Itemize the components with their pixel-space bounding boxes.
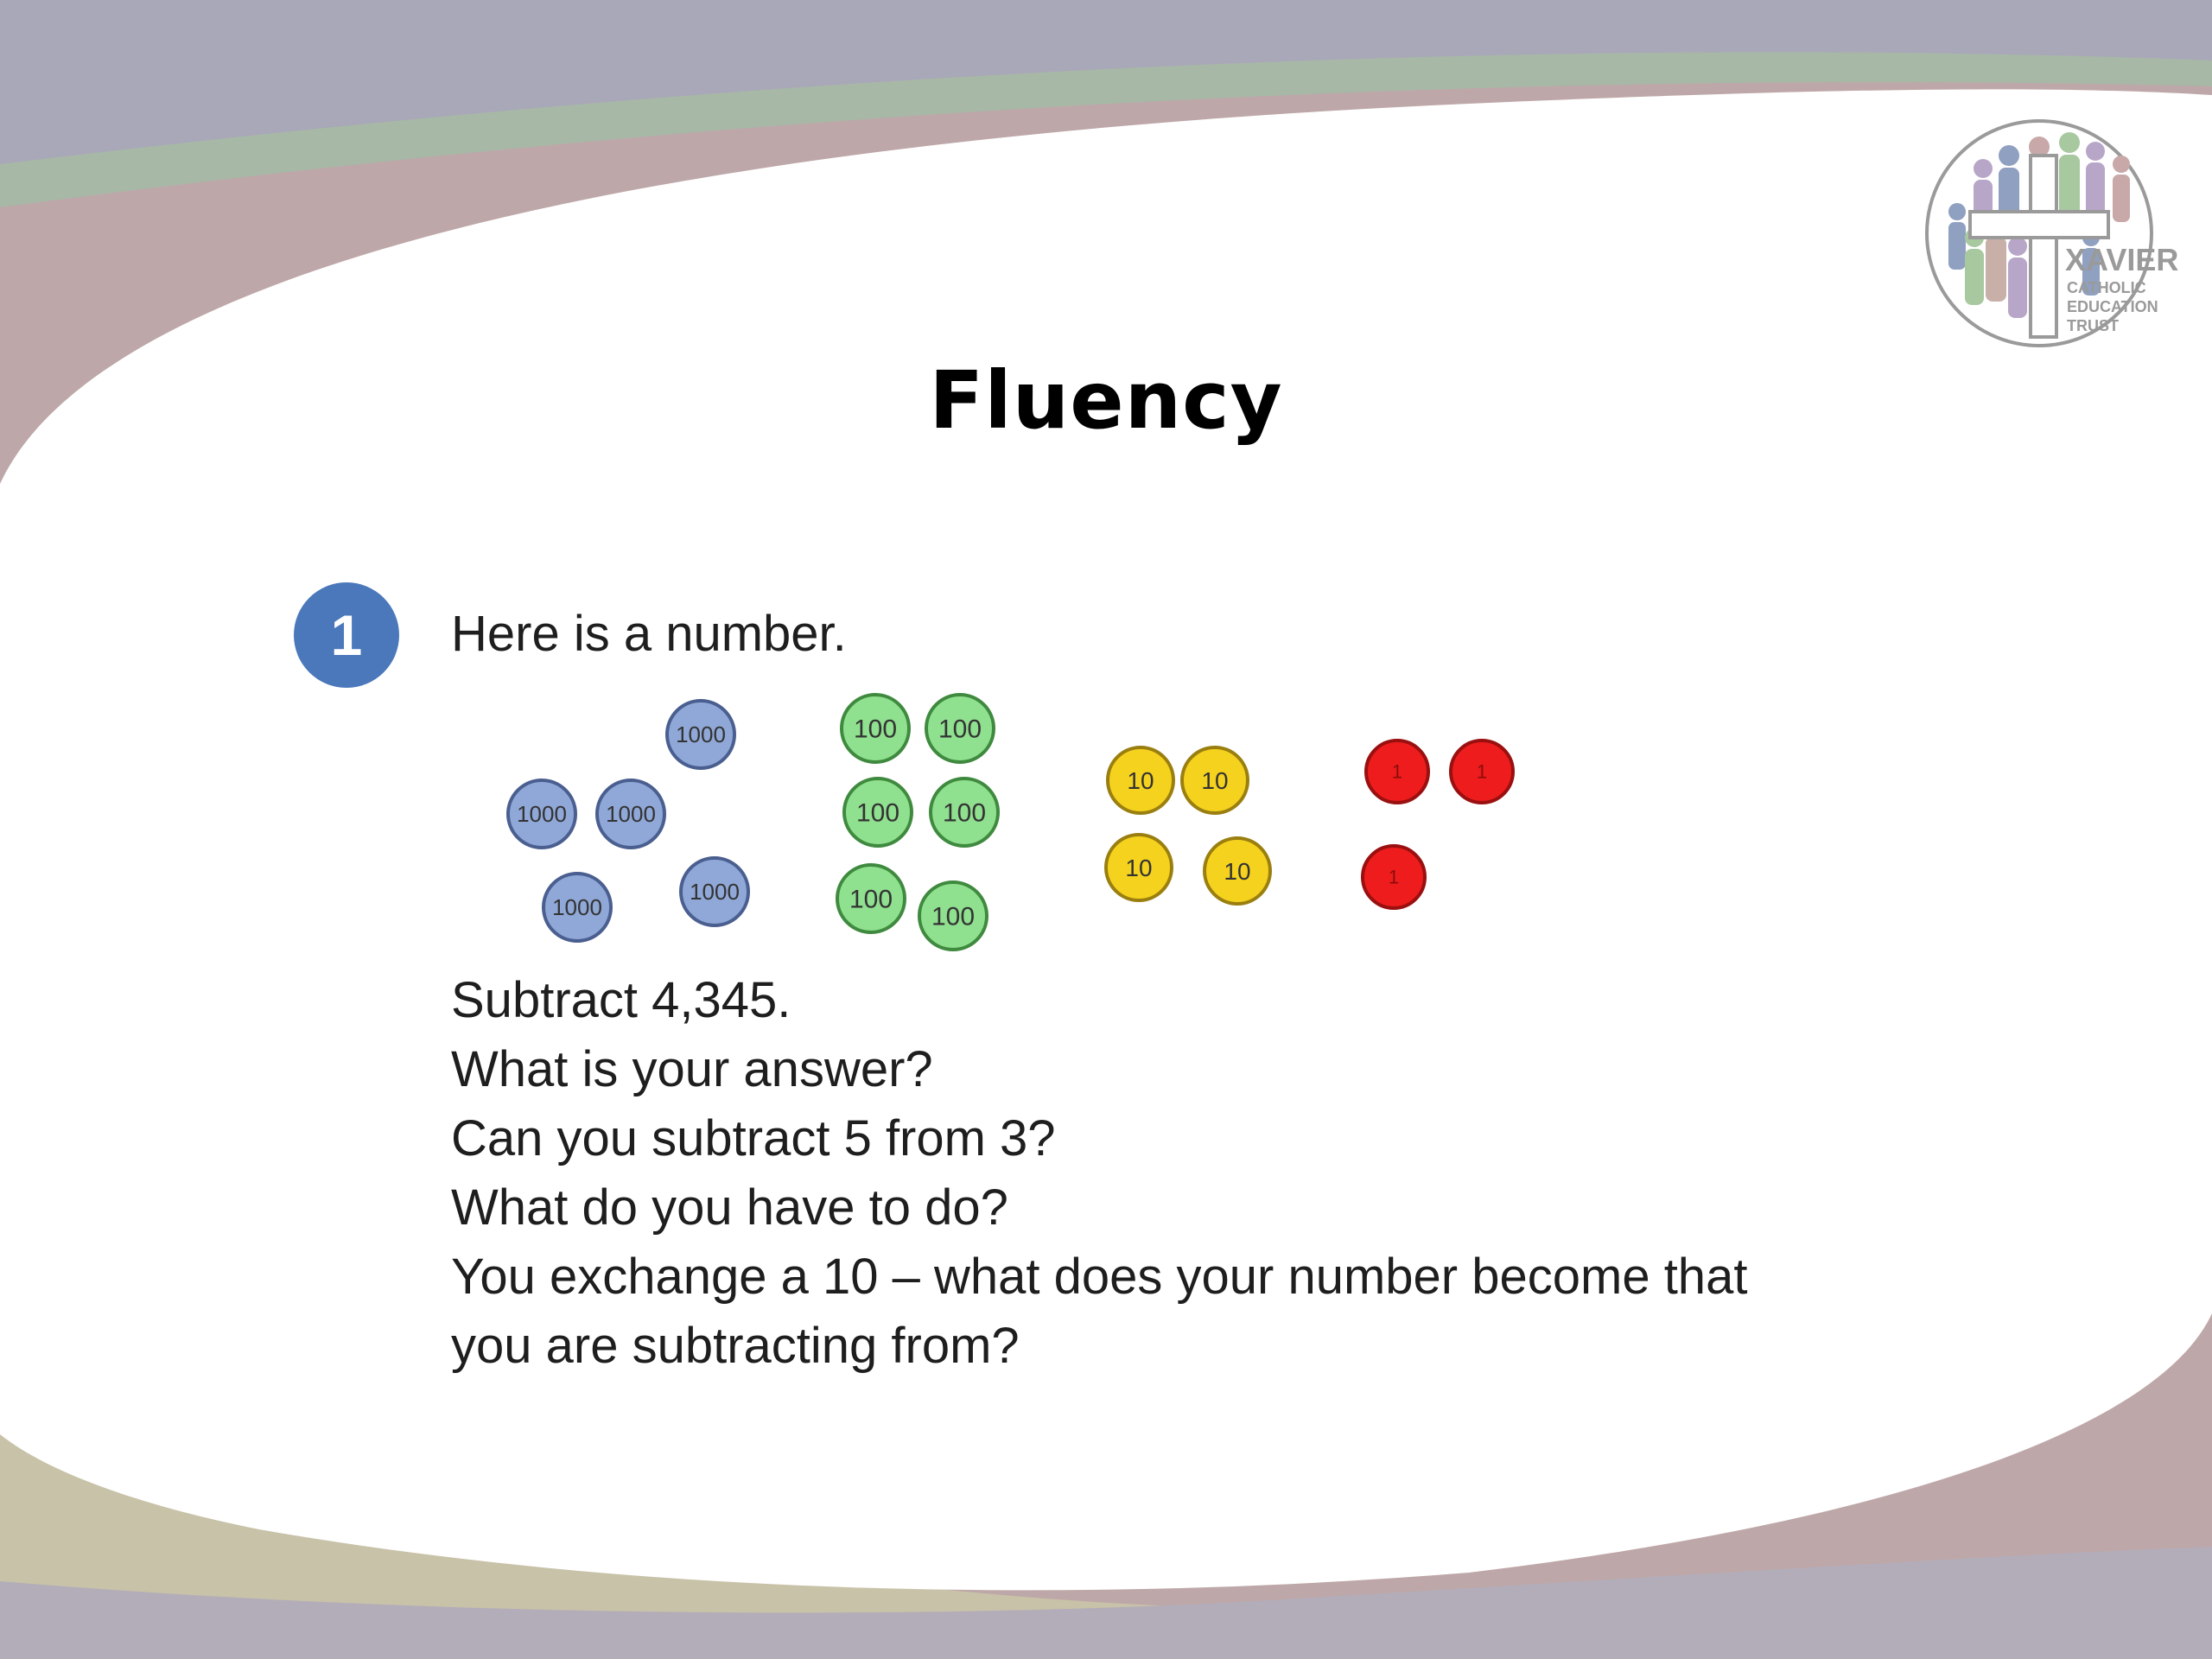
counter-10-disc — [1203, 836, 1272, 906]
counter-100-disc — [836, 863, 906, 934]
logo-subtitle-education: EDUCATION — [2067, 298, 2158, 315]
counter-10-label: 10 — [1127, 767, 1154, 794]
counter-100-disc — [918, 880, 988, 951]
counter-10-disc — [1180, 746, 1249, 815]
counter-100: 100 — [840, 693, 911, 764]
logo-subtitle-trust: TRUST — [2067, 317, 2119, 334]
question-line-subtract: Subtract 4,345. — [451, 972, 791, 1028]
counter-100-disc — [842, 777, 913, 848]
counter-100-label: 100 — [854, 715, 897, 744]
question-line-exchange: You exchange a 10 – what does your numbe… — [451, 1249, 1748, 1305]
counter-100: 100 — [918, 880, 988, 951]
counter-1000-disc — [595, 779, 666, 849]
counter-100-label: 100 — [931, 903, 975, 931]
counter-10: 10 — [1106, 746, 1175, 815]
counter-10-label: 10 — [1125, 855, 1152, 881]
counter-1000: 1000 — [665, 699, 736, 770]
counter-100-disc — [929, 777, 1000, 848]
counter-10: 10 — [1180, 746, 1249, 815]
counter-10-label: 10 — [1201, 767, 1228, 794]
counter-100: 100 — [925, 693, 995, 764]
counter-1000-disc — [506, 779, 577, 849]
counter-1-label: 1 — [1392, 761, 1402, 783]
counter-100-label: 100 — [849, 886, 893, 914]
counter-10: 10 — [1104, 833, 1173, 902]
counter-1000: 1000 — [506, 779, 577, 849]
counter-100-label: 100 — [938, 715, 982, 744]
question-line-subtracting-from: you are subtracting from? — [451, 1318, 1020, 1374]
counter-1000-disc — [679, 856, 750, 927]
counter-1000-label: 1000 — [606, 801, 656, 827]
counter-1: 1 — [1361, 844, 1427, 910]
counter-1000: 1000 — [542, 872, 613, 943]
counter-100: 100 — [842, 777, 913, 848]
counter-1000-label: 1000 — [676, 721, 726, 747]
xavier-trust-logo: XAVIER CATHOLIC EDUCATION TRUST — [1925, 119, 2178, 347]
question-line-can-you: Can you subtract 5 from 3? — [451, 1110, 1056, 1166]
counter-1-disc — [1449, 739, 1515, 804]
question-line-what-do: What do you have to do? — [451, 1179, 1008, 1236]
counter-100-label: 100 — [943, 799, 986, 828]
counter-1000-disc — [542, 872, 613, 943]
question-number-badge: 1 — [294, 582, 399, 688]
counter-10-disc — [1106, 746, 1175, 815]
counter-1: 1 — [1364, 739, 1430, 804]
counter-10-disc — [1104, 833, 1173, 902]
slide-title: Fluency — [929, 354, 1283, 447]
counter-10-label: 10 — [1224, 858, 1250, 885]
counter-1000: 1000 — [595, 779, 666, 849]
counter-1000-label: 1000 — [690, 879, 740, 905]
question-text: Subtract 4,345. What is your answer? Can… — [451, 966, 1799, 1381]
counter-1: 1 — [1449, 739, 1515, 804]
counter-1-disc — [1361, 844, 1427, 910]
counter-1000-label: 1000 — [552, 894, 602, 920]
counter-10: 10 — [1203, 836, 1272, 906]
logo-subtitle-catholic: CATHOLIC — [2067, 279, 2146, 296]
counter-1000: 1000 — [679, 856, 750, 927]
counter-100: 100 — [929, 777, 1000, 848]
question-line-answer: What is your answer? — [451, 1041, 933, 1097]
logo-name: XAVIER — [2065, 242, 2178, 277]
counter-100-label: 100 — [856, 799, 899, 828]
counter-1-disc — [1364, 739, 1430, 804]
counter-100: 100 — [836, 863, 906, 934]
counter-1-label: 1 — [1389, 867, 1399, 888]
question-prompt: Here is a number. — [451, 606, 847, 662]
counter-100-disc — [925, 693, 995, 764]
cross-icon — [1968, 154, 2110, 339]
counter-1-label: 1 — [1477, 761, 1487, 783]
counter-1000-disc — [665, 699, 736, 770]
counter-1000-label: 1000 — [517, 801, 567, 827]
counter-100-disc — [840, 693, 911, 764]
